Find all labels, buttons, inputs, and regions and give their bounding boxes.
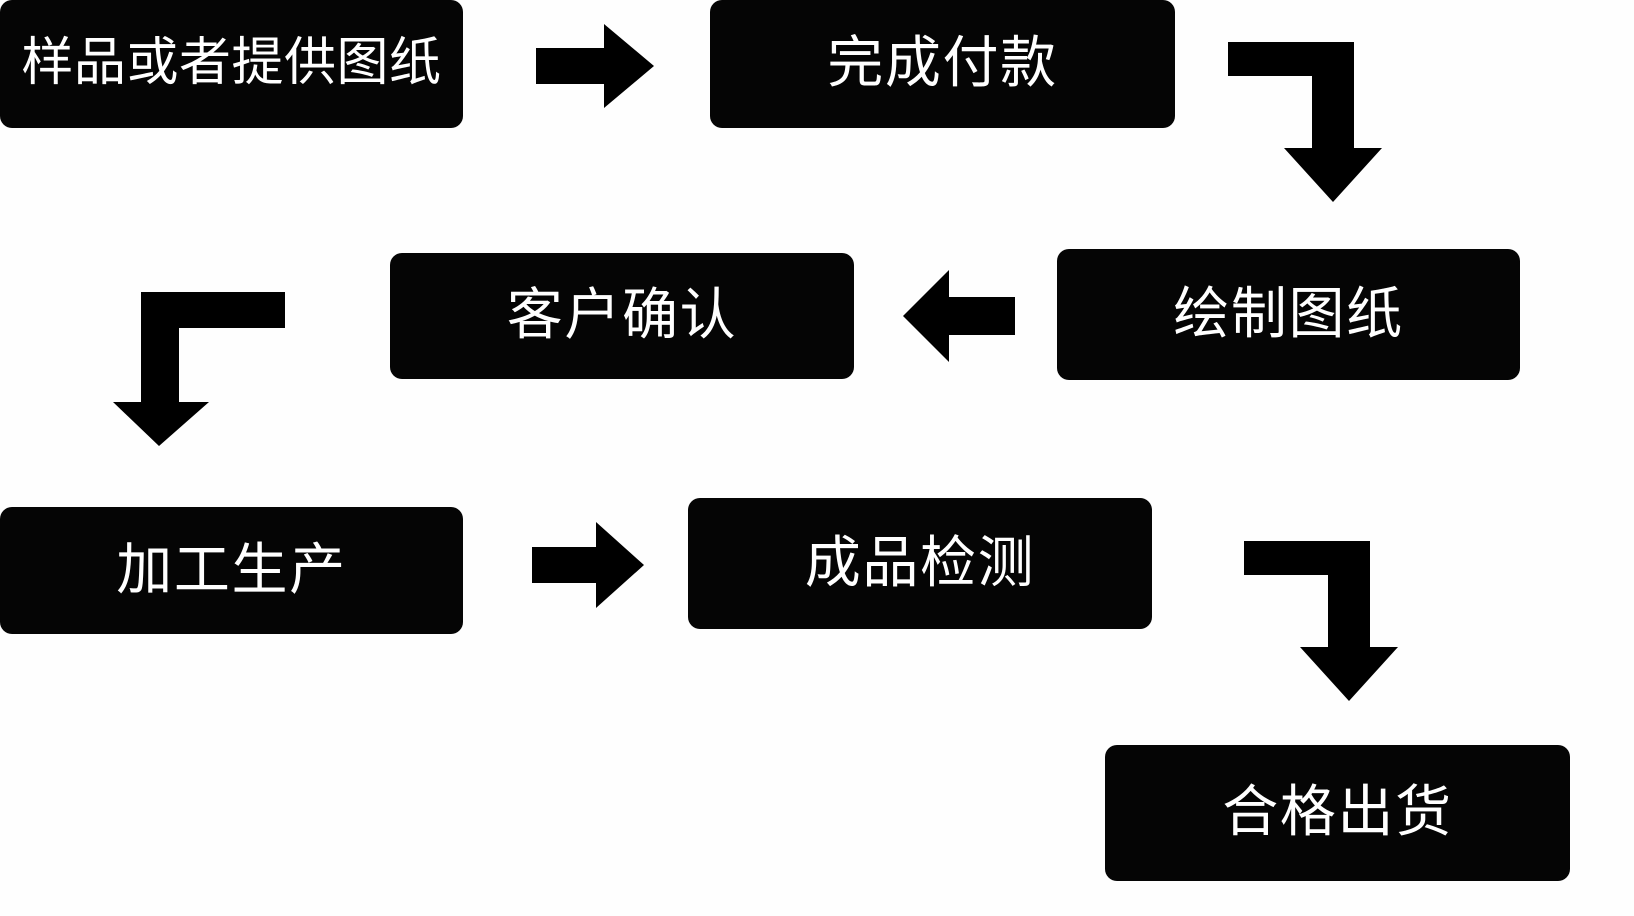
arrow-elbow-right-down-icon-inspection-to-shipment bbox=[1244, 541, 1426, 703]
flow-node-final-inspection[interactable]: 成品检测 bbox=[688, 498, 1152, 629]
arrow-elbow-right-down-icon-payment-to-blueprint bbox=[1228, 42, 1410, 204]
arrow-elbow-left-down-icon-confirm-to-production bbox=[113, 292, 285, 446]
flow-node-label: 成品检测 bbox=[804, 530, 1036, 596]
arrow-right-icon-sample-to-payment bbox=[536, 24, 654, 108]
arrow-left-icon-blueprint-to-confirm bbox=[903, 270, 1015, 362]
flow-node-production[interactable]: 加工生产 bbox=[0, 507, 463, 634]
flow-node-label: 加工生产 bbox=[116, 537, 347, 603]
flow-node-label: 完成付款 bbox=[827, 31, 1058, 97]
flow-node-label: 样品或者提供图纸 bbox=[21, 33, 442, 94]
flow-node-label: 绘制图纸 bbox=[1173, 281, 1404, 347]
flow-node-label: 合格出货 bbox=[1222, 780, 1453, 846]
flow-node-customer-confirm[interactable]: 客户确认 bbox=[390, 253, 854, 379]
flow-node-qualified-shipment[interactable]: 合格出货 bbox=[1105, 745, 1570, 881]
flow-node-label: 客户确认 bbox=[506, 283, 738, 349]
flow-node-complete-payment[interactable]: 完成付款 bbox=[710, 0, 1175, 128]
flow-node-sample-or-drawing[interactable]: 样品或者提供图纸 bbox=[0, 0, 463, 128]
flow-node-draw-blueprint[interactable]: 绘制图纸 bbox=[1057, 249, 1520, 380]
arrow-right-icon-production-to-inspection bbox=[532, 522, 644, 608]
